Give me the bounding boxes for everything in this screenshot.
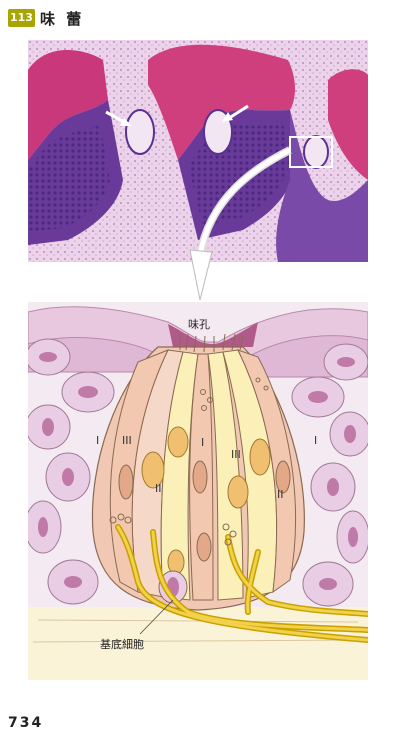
- type-II-label-right: II: [277, 488, 284, 501]
- taste-pore-label: 味孔: [188, 318, 210, 331]
- type-III-label-right: III: [231, 448, 241, 461]
- basal-cell-label: 基底細胞: [100, 637, 144, 651]
- section-number-badge: 113: [8, 9, 35, 27]
- type-II-label-left: II: [155, 482, 162, 495]
- type-I-label-center: I: [201, 436, 204, 449]
- taste-bud-diagram: 味孔 I III II I III II I 基底細胞: [24, 262, 371, 680]
- section-title: 味 蕾: [39, 9, 85, 28]
- micrograph-image: [28, 40, 368, 262]
- type-I-label-right: I: [314, 434, 317, 447]
- page-number: 734: [8, 715, 44, 731]
- type-I-label-left: I: [96, 434, 99, 447]
- type-III-label-left: III: [122, 434, 132, 447]
- section-header: 113 味 蕾: [8, 8, 84, 28]
